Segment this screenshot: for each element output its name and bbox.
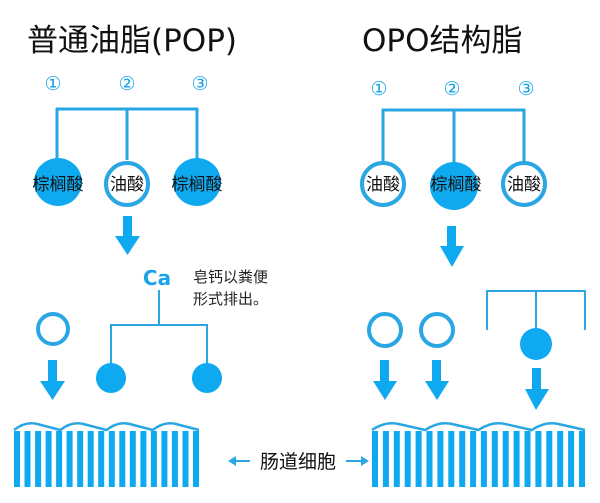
intestinal-cell [524,431,531,487]
intestinal-cell [437,431,444,487]
position-1-label: ① [44,73,61,95]
intestinal-membrane [371,422,586,432]
pop-title: 普通油脂(POP) [27,23,237,59]
right-arrow-icon [346,456,369,466]
position-2-label: ② [443,78,460,100]
intestinal-cell [77,431,84,487]
intestinal-cell [513,431,520,487]
down-arrow-icon [40,360,65,400]
intestinal-cell [24,431,31,487]
intestinal-cell [393,431,400,487]
position-3-label: ③ [517,78,534,100]
down-arrow-icon [115,216,140,255]
intestinal-cell [193,431,199,487]
left-arrow-icon [228,456,250,466]
intestinal-cell [35,431,42,487]
palmitic-acid-molecule [96,363,126,393]
acid-label: 油酸 [507,175,541,195]
intestinal-cell [98,431,105,487]
intestinal-cell [546,431,553,487]
acid-label: 棕榈酸 [172,175,223,195]
position-2-label: ② [118,73,135,95]
intestinal-cell [579,431,585,487]
palmitic-acid-molecule [192,363,222,393]
intestinal-cell [56,431,63,487]
intestinal-cell [459,431,466,487]
intestinal-cell [45,431,52,487]
oleic-acid-molecule [367,312,403,348]
intestinal-cell [415,431,422,487]
intestinal-cell [108,431,115,487]
opo-glycerol-backbone [381,108,526,162]
oleic-acid-molecule [360,161,406,207]
intestinal-cell [557,431,564,487]
palmitic-acid-molecule [520,328,552,360]
calcium-soap-bond [110,290,208,365]
intestinal-cell [568,431,575,487]
intestinal-cell [140,431,147,487]
acid-label: 油酸 [110,175,144,195]
intestinal-cells-label: 肠道细胞 [260,451,336,473]
intestinal-cell [372,431,378,487]
monoglyceride-backbone [486,290,586,330]
intestinal-cell [404,431,411,487]
intestinal-cell [182,431,189,487]
acid-label: 棕榈酸 [33,175,84,195]
down-arrow-icon [425,360,449,400]
calcium-label: Ca [143,266,171,290]
intestinal-cell [129,431,136,487]
intestinal-cell [448,431,455,487]
acid-label: 油酸 [366,175,400,195]
position-1-label: ① [370,78,387,100]
acid-label: 棕榈酸 [431,175,482,195]
position-3-label: ③ [191,73,208,95]
opo-title: OPO结构脂 [362,23,523,59]
oleic-acid-molecule [501,161,547,207]
intestinal-cell [150,431,157,487]
down-arrow-icon [373,360,397,400]
intestinal-cell [491,431,498,487]
oleic-acid-molecule [104,161,150,207]
down-arrow-icon [440,226,464,267]
oleic-acid-molecule [36,312,70,346]
intestinal-cell [480,431,487,487]
intestinal-cell [14,431,20,487]
intestinal-cell [426,431,433,487]
intestinal-cell [382,431,389,487]
down-arrow-icon [525,368,549,410]
pop-glycerol-backbone [55,107,199,160]
intestinal-cell [66,431,73,487]
palmitic-acid-molecule [34,158,82,206]
intestinal-cell [171,431,178,487]
intestinal-cell [502,431,509,487]
intestinal-cells-left [13,422,200,487]
intestinal-cells-right [371,422,586,487]
palmitic-acid-molecule [173,158,221,206]
oleic-acid-molecule [419,312,455,348]
calcium-soap-note-line1: 皂钙以粪便 [193,268,268,286]
intestinal-cell [470,431,477,487]
intestinal-cell [87,431,94,487]
intestinal-cell [161,431,168,487]
calcium-soap-note-line2: 形式排出。 [193,290,268,308]
intestinal-cell [119,431,126,487]
intestinal-cell [535,431,542,487]
palmitic-acid-molecule [430,162,478,210]
intestinal-membrane [13,422,200,432]
